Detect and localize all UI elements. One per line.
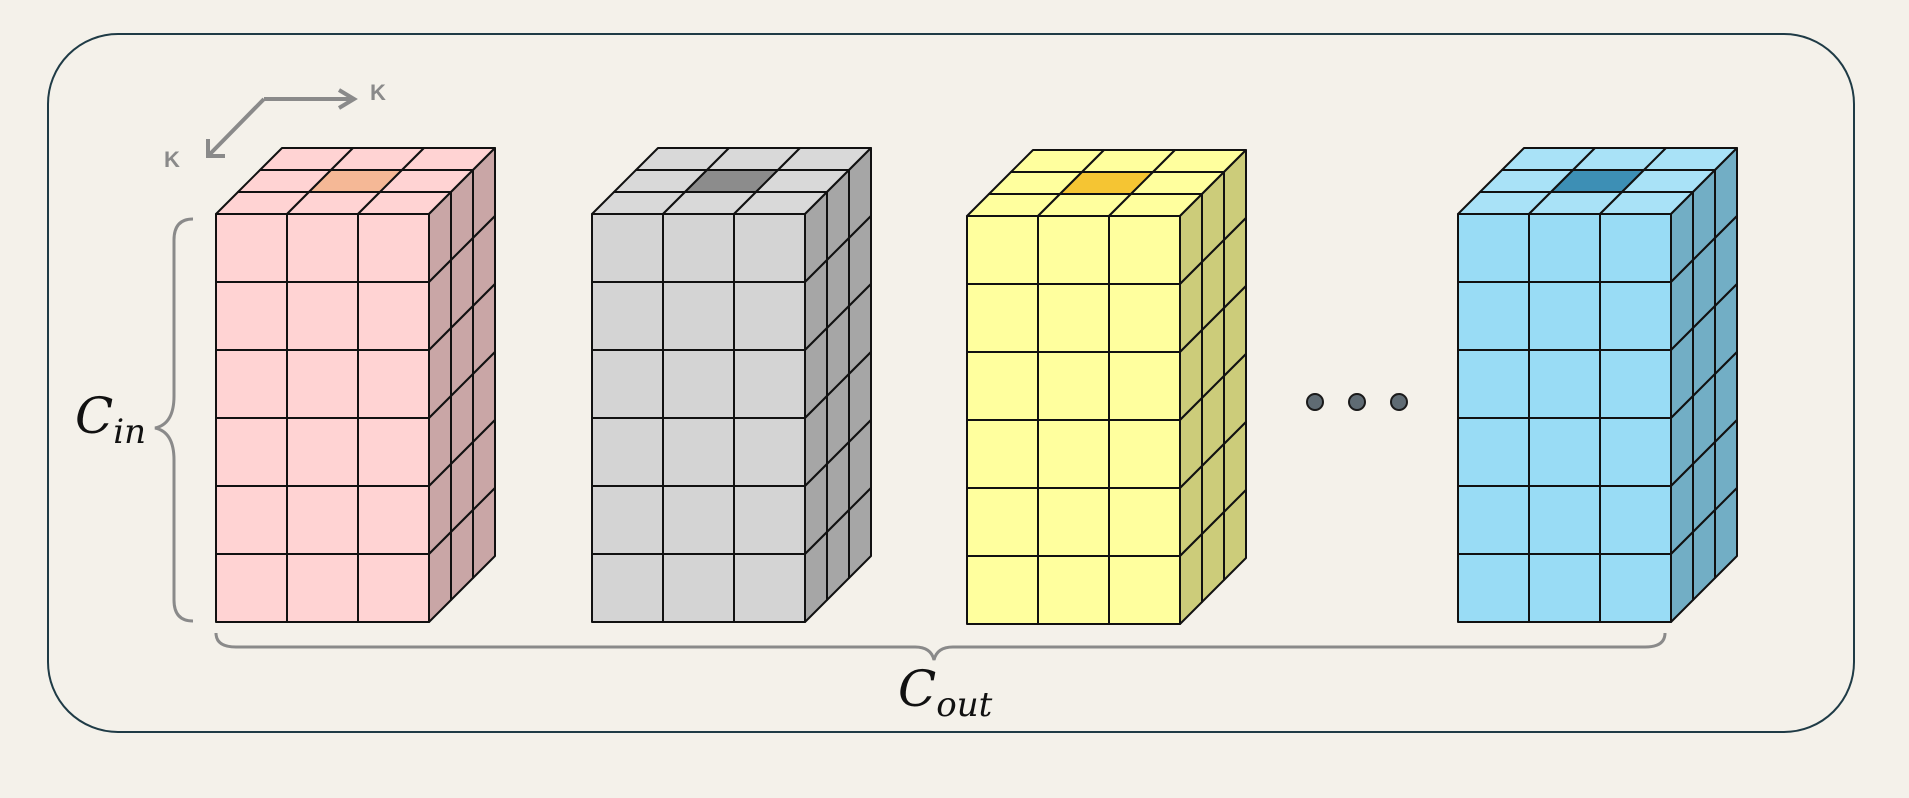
- filter-3-cube: [966, 149, 1247, 625]
- front-cell: [1528, 485, 1601, 555]
- front-cell: [286, 553, 359, 623]
- front-cell: [286, 417, 359, 487]
- front-cell: [966, 351, 1039, 421]
- front-cell: [1599, 213, 1672, 283]
- front-cell: [1037, 487, 1110, 557]
- front-cell: [215, 213, 288, 283]
- front-cell: [733, 553, 806, 623]
- front-cell: [966, 215, 1039, 285]
- front-cell: [1108, 351, 1181, 421]
- front-cell: [215, 281, 288, 351]
- front-cell: [591, 213, 664, 283]
- front-cell: [1528, 417, 1601, 487]
- front-cell: [1599, 485, 1672, 555]
- c-in-brace: [154, 217, 194, 623]
- front-cell: [1599, 349, 1672, 419]
- k-depth-label: K: [164, 147, 180, 172]
- front-cell: [1037, 283, 1110, 353]
- front-cell: [215, 417, 288, 487]
- front-cell: [1108, 555, 1181, 625]
- c-out-sub: out: [936, 685, 992, 725]
- front-cell: [1108, 487, 1181, 557]
- front-cell: [357, 281, 430, 351]
- ellipsis-dot: [1390, 393, 1408, 411]
- front-cell: [1528, 281, 1601, 351]
- front-cell: [1108, 419, 1181, 489]
- front-cell: [1037, 555, 1110, 625]
- front-cell: [215, 485, 288, 555]
- front-cell: [966, 555, 1039, 625]
- front-cell: [1599, 553, 1672, 623]
- front-cell: [662, 349, 735, 419]
- front-cell: [1457, 281, 1530, 351]
- front-cell: [1599, 417, 1672, 487]
- side-cell: [1714, 487, 1738, 579]
- filter-2-cube: [591, 147, 872, 623]
- front-cell: [357, 553, 430, 623]
- front-cell: [215, 349, 288, 419]
- ellipsis-dot: [1348, 393, 1366, 411]
- c-in-main: C: [75, 387, 113, 445]
- front-cell: [966, 419, 1039, 489]
- front-cell: [357, 485, 430, 555]
- front-cell: [733, 213, 806, 283]
- front-cell: [1457, 213, 1530, 283]
- ellipsis-dot: [1306, 393, 1324, 411]
- front-cell: [662, 485, 735, 555]
- k-width-label: K: [370, 80, 386, 105]
- front-cell: [733, 281, 806, 351]
- front-cell: [591, 281, 664, 351]
- front-cell: [1457, 417, 1530, 487]
- front-cell: [286, 213, 359, 283]
- front-cell: [591, 485, 664, 555]
- filter-cubes: [215, 147, 1738, 625]
- front-cell: [1599, 281, 1672, 351]
- k-axes-icon: [206, 88, 358, 158]
- front-cell: [733, 485, 806, 555]
- front-cell: [286, 349, 359, 419]
- filter-4-cube: [1457, 147, 1738, 623]
- c-out-label: Cout: [898, 660, 993, 725]
- front-cell: [733, 417, 806, 487]
- front-cell: [1528, 213, 1601, 283]
- front-cell: [1528, 553, 1601, 623]
- front-cell: [1528, 349, 1601, 419]
- front-cell: [1457, 349, 1530, 419]
- c-out-brace: [214, 632, 1667, 661]
- ellipsis-dots: [1306, 393, 1408, 411]
- front-cell: [1108, 215, 1181, 285]
- c-out-main: C: [898, 660, 936, 718]
- side-cell: [848, 487, 872, 579]
- front-cell: [357, 213, 430, 283]
- front-cell: [357, 417, 430, 487]
- front-cell: [662, 417, 735, 487]
- front-cell: [1108, 283, 1181, 353]
- front-cell: [1457, 553, 1530, 623]
- front-cell: [733, 349, 806, 419]
- front-cell: [357, 349, 430, 419]
- front-cell: [966, 283, 1039, 353]
- front-cell: [1037, 351, 1110, 421]
- outer-frame: [47, 33, 1855, 733]
- front-cell: [1457, 485, 1530, 555]
- front-cell: [662, 213, 735, 283]
- front-cell: [215, 553, 288, 623]
- front-cell: [286, 485, 359, 555]
- front-cell: [662, 281, 735, 351]
- side-cell: [472, 487, 496, 579]
- c-in-label: Cin: [75, 387, 146, 452]
- c-in-sub: in: [113, 412, 146, 452]
- filter-1-cube: [215, 147, 496, 623]
- front-cell: [966, 487, 1039, 557]
- front-cell: [1037, 215, 1110, 285]
- front-cell: [662, 553, 735, 623]
- front-cell: [591, 349, 664, 419]
- front-cell: [591, 553, 664, 623]
- front-cell: [286, 281, 359, 351]
- front-cell: [591, 417, 664, 487]
- side-cell: [1223, 489, 1247, 581]
- front-cell: [1037, 419, 1110, 489]
